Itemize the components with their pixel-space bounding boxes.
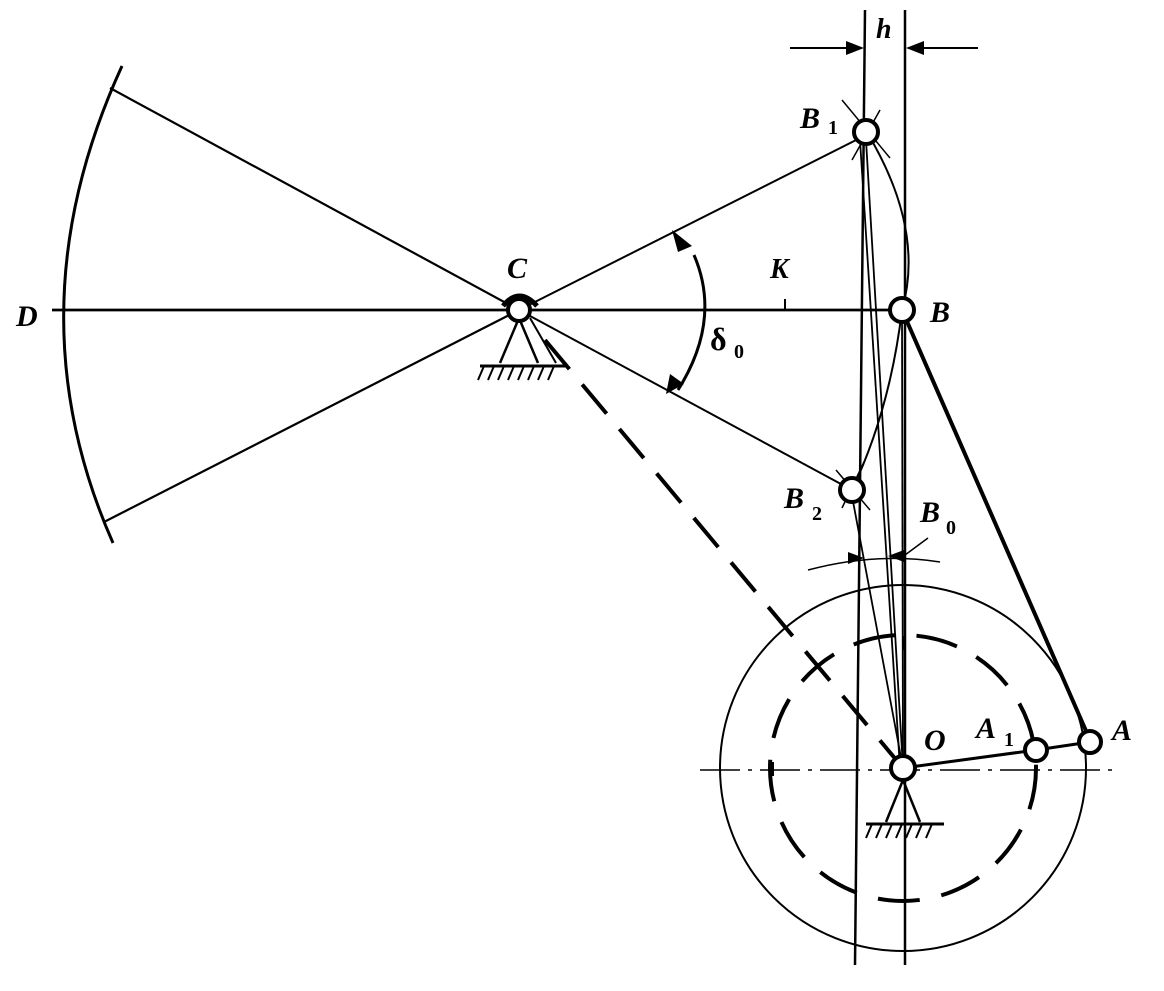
joint-C: [506, 297, 532, 323]
rocker-arc-D: [62, 65, 124, 544]
angle-delta0-arc: [676, 254, 707, 391]
label-C: C: [507, 252, 528, 285]
label-A: A: [1110, 714, 1132, 747]
label-B2-sub: 2: [812, 503, 822, 525]
h-arrow-left-head: [846, 41, 864, 55]
joint-B2: [838, 476, 866, 504]
joint-A1: [1023, 737, 1049, 763]
label-B: B: [929, 296, 950, 329]
joint-B1: [852, 118, 880, 146]
joint-A: [1077, 729, 1103, 755]
label-A1: A: [974, 712, 996, 745]
line-C-to-arc-top: [109, 87, 520, 311]
label-B0-sub: 0: [946, 517, 956, 539]
crank-circle-outer: [719, 584, 1087, 952]
h-arrow-right-head: [906, 41, 924, 55]
label-B0: B: [919, 496, 940, 529]
label-B2: B: [783, 482, 804, 515]
line-B1-O-b: [859, 139, 901, 769]
arc-B0: [807, 557, 941, 571]
line-B2-O: [851, 495, 904, 769]
delta0-arrow-bottom: [666, 374, 684, 394]
delta0-arrow-top: [672, 230, 692, 252]
label-B1: B: [799, 102, 820, 135]
line-C-B2: [518, 309, 853, 491]
line-B1-O: [865, 139, 904, 769]
line-B-down: [901, 315, 904, 769]
label-K: K: [769, 254, 791, 285]
label-O: O: [924, 724, 946, 757]
label-delta: δ: [710, 321, 727, 357]
ground-support-C: [477, 293, 566, 381]
line-C-B1: [518, 133, 869, 311]
joint-B: [888, 296, 916, 324]
joint-O: [889, 754, 917, 782]
ground-support-O: [865, 779, 944, 839]
line-C-to-arc-bottom: [103, 309, 520, 523]
label-B1-sub: 1: [828, 117, 838, 139]
label-h: h: [876, 14, 892, 45]
crank-circle-dashed: [768, 633, 1038, 903]
label-delta-sub: 0: [734, 341, 744, 363]
label-D: D: [15, 300, 38, 333]
B0-leader: [904, 537, 929, 556]
B0-arrow-left: [848, 552, 864, 564]
dashed-line-C-O: [543, 338, 905, 770]
label-A1-sub: 1: [1004, 729, 1014, 751]
B0-arrow-right: [888, 550, 904, 562]
link-O-A1: [902, 748, 1037, 770]
link-B-A: [900, 309, 1092, 741]
